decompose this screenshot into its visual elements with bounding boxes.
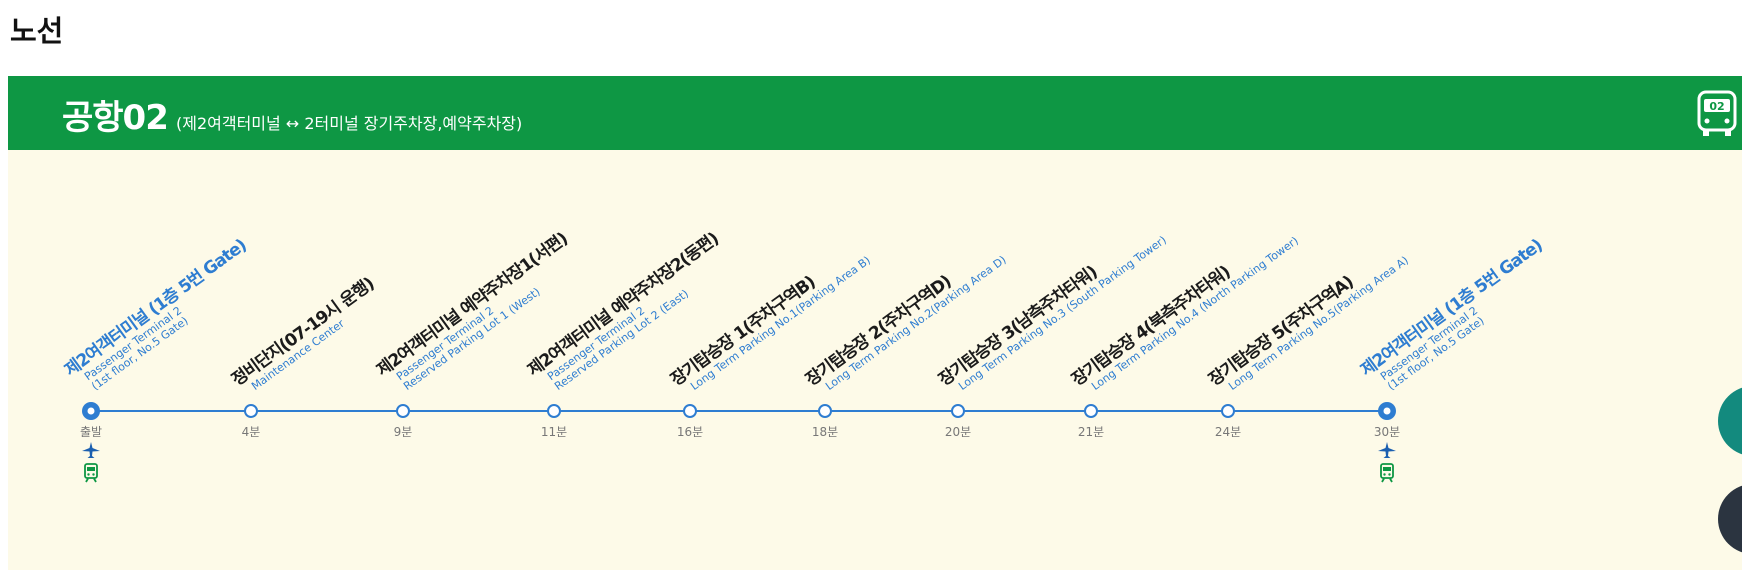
section-title: 노선 — [10, 14, 64, 48]
stop-marker — [683, 404, 697, 418]
stop-time: 18분 — [811, 425, 839, 439]
stop-time: 20분 — [944, 425, 972, 439]
stop-marker — [244, 404, 258, 418]
stop-marker — [547, 404, 561, 418]
route-description: (제2여객터미널 ↔ 2터미널 장기주차장,예약주차장) — [176, 114, 523, 133]
stop-marker — [396, 404, 410, 418]
route-panel: 공항02 (제2여객터미널 ↔ 2터미널 장기주차장,예약주차장) 02 제2여… — [8, 76, 1742, 570]
svg-text:02: 02 — [1709, 100, 1724, 113]
stop-time: 30분 — [1373, 425, 1401, 439]
train-icon — [1380, 463, 1394, 483]
stop-marker — [1221, 404, 1235, 418]
train-icon — [84, 463, 98, 483]
route-line — [82, 402, 1396, 420]
stop-time: 4분 — [241, 425, 261, 439]
route-name: 공항02 — [62, 98, 169, 138]
stop-time: 21분 — [1077, 425, 1105, 439]
stop-time: 출발 — [79, 425, 103, 439]
airplane-icon — [1378, 442, 1396, 458]
bus-icon: 02 — [1697, 90, 1737, 136]
stop-time: 11분 — [540, 425, 568, 439]
stop-marker — [1084, 404, 1098, 418]
stop-marker-center — [87, 407, 95, 415]
route-header: 공항02 (제2여객터미널 ↔ 2터미널 장기주차장,예약주차장) 02 — [8, 76, 1742, 150]
stop-marker — [818, 404, 832, 418]
stop-time: 16분 — [676, 425, 704, 439]
stop-time: 24분 — [1214, 425, 1242, 439]
airplane-icon — [82, 442, 100, 458]
stop-marker — [951, 404, 965, 418]
stop-marker-center — [1383, 407, 1391, 415]
stop-time: 9분 — [393, 425, 413, 439]
